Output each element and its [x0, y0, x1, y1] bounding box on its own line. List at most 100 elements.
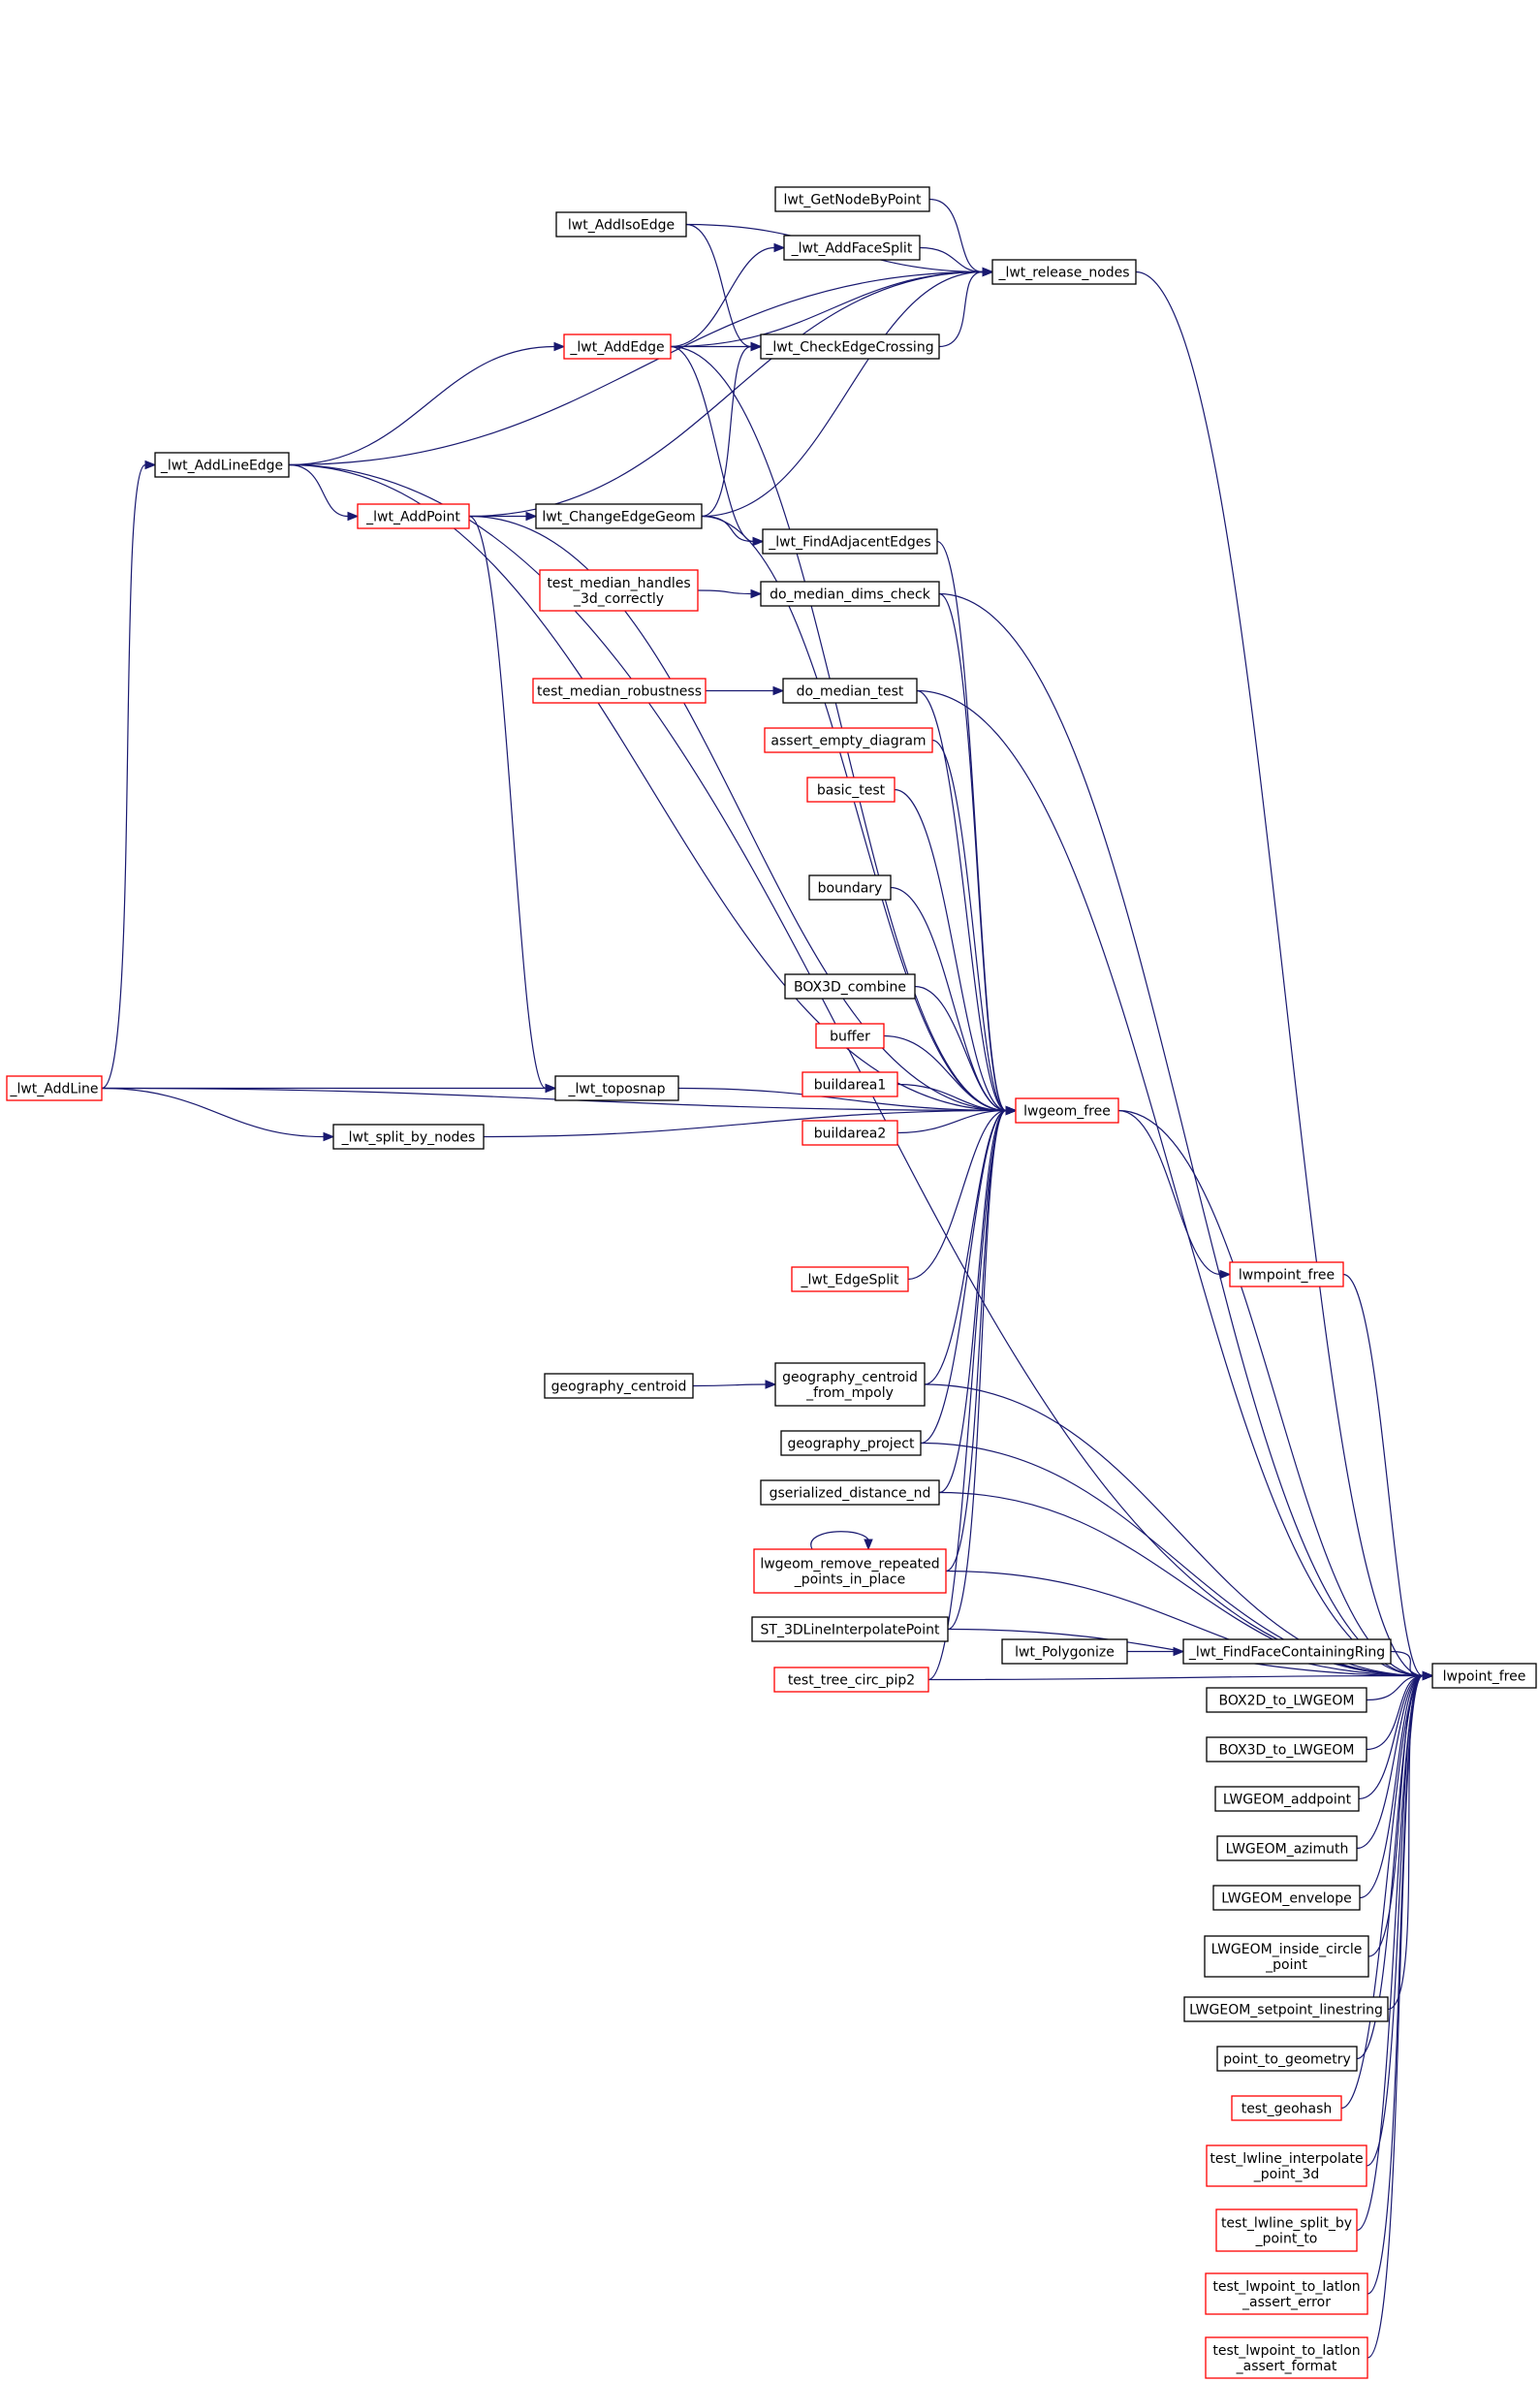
- arrow-head: [553, 341, 566, 352]
- node-lwgeom-addpoint[interactable]: LWGEOM_addpoint: [1214, 1786, 1360, 1812]
- node-do-median-dims-check[interactable]: do_median_dims_check: [760, 581, 940, 607]
- call-edge-test-tree-circ-pip2-to-lwgeom-free: [927, 1105, 1018, 1681]
- edge-line: [1117, 1109, 1221, 1276]
- node-point-to-geometry[interactable]: point_to_geometry: [1216, 2046, 1358, 2072]
- arrow-head: [144, 460, 157, 470]
- node-lwt-add-line[interactable]: _lwt_AddLine: [6, 1075, 103, 1101]
- node-geography-centroid-from-mpoly[interactable]: geography_centroid_from_mpoly: [774, 1362, 926, 1407]
- call-edge-test-median-robustness-to-do-median-test: [705, 685, 785, 696]
- node-buildarea1[interactable]: buildarea1: [801, 1071, 898, 1097]
- edge-line: [677, 1087, 1007, 1112]
- node-lwt-find-adjacent-edges[interactable]: _lwt_FindAdjacentEdges: [762, 528, 938, 555]
- node-box: [539, 569, 699, 612]
- node-geography-centroid[interactable]: geography_centroid: [544, 1373, 694, 1399]
- node-lwgeom-remove-repeated[interactable]: lwgeom_remove_repeated_points_in_place: [753, 1548, 947, 1594]
- node-lwgeom-free[interactable]: lwgeom_free: [1015, 1097, 1119, 1124]
- node-lwt-check-edge-crossing[interactable]: _lwt_CheckEdgeCrossing: [760, 333, 940, 360]
- node-test-lwpoint-to-latlon-assert-format[interactable]: test_lwpoint_to_latlon_assert_format: [1205, 2336, 1368, 2379]
- edge-line: [288, 270, 984, 466]
- call-edge-lwmpoint-free-to-lwpoint-free: [1342, 1273, 1434, 1681]
- edge-line: [1342, 1273, 1424, 1677]
- node-box: [554, 1075, 679, 1101]
- edge-line: [1356, 1674, 1424, 2060]
- node-test-median-handles[interactable]: test_median_handles_3d_correctly: [539, 569, 699, 612]
- node-lwt-add-point[interactable]: _lwt_AddPoint: [357, 503, 470, 529]
- node-do-median-test[interactable]: do_median_test: [782, 678, 918, 704]
- node-geography-project[interactable]: geography_project: [780, 1430, 922, 1456]
- node-gserialized-distance-nd[interactable]: gserialized_distance_nd: [760, 1479, 940, 1506]
- node-boundary[interactable]: boundary: [808, 874, 892, 901]
- node-box3-d-combine[interactable]: BOX3D_combine: [784, 973, 916, 1000]
- node-buffer[interactable]: buffer: [815, 1023, 885, 1049]
- node-box: [535, 503, 703, 529]
- call-edge-lwgeom-azimuth-to-lwpoint-free: [1356, 1670, 1434, 1850]
- node-box: [6, 1075, 103, 1101]
- node-lwt-split-by-nodes[interactable]: _lwt_split_by_nodes: [332, 1124, 485, 1150]
- node-test-lwline-interpolate-point-3d[interactable]: test_lwline_interpolate_point_3d: [1206, 2144, 1367, 2187]
- edge-line: [288, 463, 349, 518]
- call-edge-test-tree-circ-pip2-to-lwpoint-free: [927, 1670, 1434, 1681]
- node-box: [1214, 1786, 1360, 1812]
- node-lwgeom-setpoint-linestring[interactable]: LWGEOM_setpoint_linestring: [1183, 1996, 1389, 2022]
- node-test-median-robustness[interactable]: test_median_robustness: [532, 678, 707, 704]
- node-lwgeom-envelope[interactable]: LWGEOM_envelope: [1212, 1885, 1361, 1911]
- node-label: assert_empty_diagram: [770, 734, 926, 749]
- edge-line: [1340, 1674, 1424, 2110]
- node-lwt-get-node-by-point[interactable]: lwt_GetNodeByPoint: [774, 186, 930, 212]
- call-edge-lwt-add-point-to-lwt-toposnap: [468, 515, 557, 1094]
- node-box2-d-to-lwgeom[interactable]: BOX2D_to_LWGEOM: [1206, 1687, 1367, 1713]
- arrow-head: [525, 511, 538, 522]
- node-label: lwt_AddIsoEdge: [568, 218, 675, 234]
- node-lwt-polygonize[interactable]: lwt_Polygonize: [1001, 1638, 1128, 1665]
- node-lwt-edge-split[interactable]: _lwt_EdgeSplit: [791, 1266, 909, 1292]
- call-edge-lwt-add-iso-edge-to-lwt-check-edge-crossing: [685, 223, 763, 352]
- node-lwt-change-edge-geom[interactable]: lwt_ChangeEdgeGeom: [535, 503, 703, 529]
- node-lwgeom-inside-circle-point[interactable]: LWGEOM_inside_circle_point: [1204, 1935, 1369, 1978]
- node-lwt-add-face-split[interactable]: _lwt_AddFaceSplit: [783, 235, 921, 261]
- node-box: [1229, 1261, 1344, 1287]
- node-test-geohash[interactable]: test_geohash: [1231, 2095, 1342, 2121]
- node-lwmpoint-free[interactable]: lwmpoint_free: [1229, 1261, 1344, 1287]
- node-test-lwpoint-to-latlon-assert-error[interactable]: test_lwpoint_to_latlon_assert_error: [1205, 2272, 1368, 2315]
- edges-layer: [101, 198, 1434, 2359]
- node-label: buildarea1: [814, 1078, 887, 1094]
- node-lwgeom-azimuth[interactable]: LWGEOM_azimuth: [1216, 1835, 1358, 1861]
- call-edge-lwt-edge-split-to-lwgeom-free: [907, 1105, 1018, 1281]
- edge-line: [931, 739, 1007, 1112]
- call-edge-lwt-add-point-to-lwt-release-nodes: [468, 267, 994, 518]
- node-lwt-release-nodes[interactable]: _lwt_release_nodes: [991, 259, 1137, 285]
- node-label: _lwt_FindAdjacentEdges: [768, 535, 930, 551]
- arrow-head: [864, 1539, 873, 1551]
- node-label: test_lwpoint_to_latlon: [1212, 2343, 1360, 2359]
- node-st-3-dline-interpolate-point[interactable]: ST_3DLineInterpolatePoint: [751, 1616, 949, 1642]
- node-buildarea2[interactable]: buildarea2: [801, 1120, 898, 1146]
- node-label: _assert_error: [1241, 2295, 1331, 2310]
- node-lwt-add-edge[interactable]: _lwt_AddEdge: [563, 333, 672, 360]
- node-box: [1206, 1736, 1367, 1763]
- node-label: LWGEOM_envelope: [1221, 1891, 1352, 1907]
- node-box: [1205, 2336, 1368, 2379]
- edge-line: [938, 1491, 1424, 1677]
- node-lwt-add-line-edge[interactable]: _lwt_AddLineEdge: [154, 452, 290, 478]
- node-basic-test[interactable]: basic_test: [806, 777, 896, 803]
- edge-line: [936, 540, 1007, 1112]
- node-box: [808, 874, 892, 901]
- node-box3-d-to-lwgeom[interactable]: BOX3D_to_LWGEOM: [1206, 1736, 1367, 1763]
- edge-line: [916, 689, 1007, 1112]
- node-lwt-add-iso-edge[interactable]: lwt_AddIsoEdge: [555, 211, 687, 238]
- node-label: lwt_ChangeEdgeGeom: [542, 510, 695, 525]
- call-edge-do-median-test-to-lwgeom-free: [916, 689, 1018, 1116]
- node-assert-empty-diagram[interactable]: assert_empty_diagram: [764, 727, 933, 753]
- node-test-tree-circ-pip2[interactable]: test_tree_circ_pip2: [773, 1667, 929, 1693]
- node-box: [782, 678, 918, 704]
- arrow-head: [750, 588, 763, 599]
- node-lwt-toposnap[interactable]: _lwt_toposnap: [554, 1075, 679, 1101]
- node-box: [760, 333, 940, 360]
- edge-line: [483, 1109, 1007, 1138]
- edge-line: [938, 270, 984, 348]
- node-lwpoint-free[interactable]: lwpoint_free: [1431, 1663, 1537, 1689]
- edge-line: [101, 1087, 325, 1138]
- node-test-lwline-split-by-point-to[interactable]: test_lwline_split_by_point_to: [1215, 2208, 1358, 2252]
- arrow-head: [1173, 1646, 1185, 1657]
- node-lwt-find-face-containing-ring[interactable]: _lwt_FindFaceContainingRing: [1182, 1638, 1392, 1665]
